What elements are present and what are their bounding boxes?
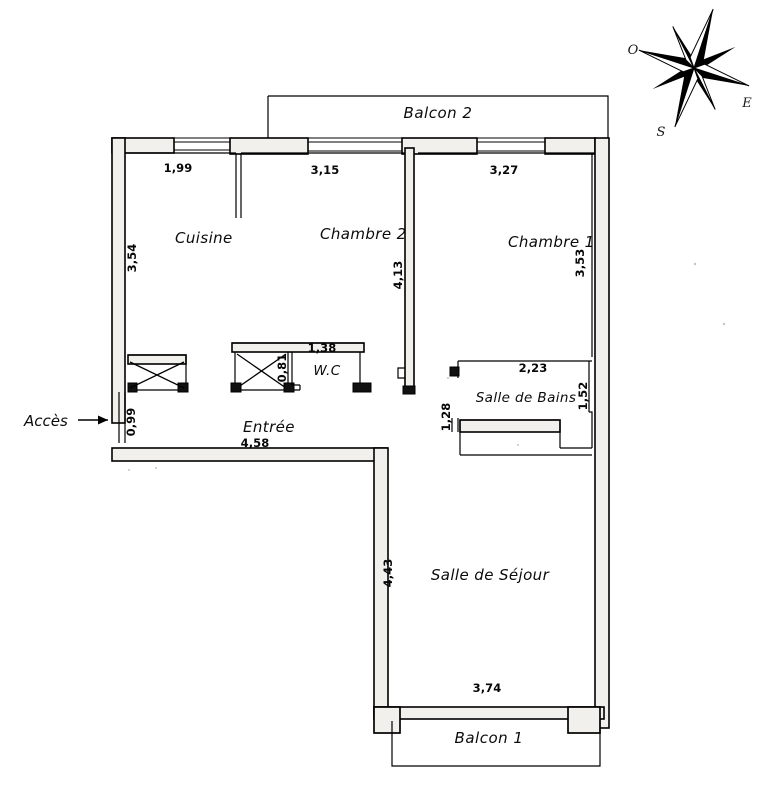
cuisine-label: Cuisine — [175, 229, 233, 247]
wc-label: W.C — [313, 363, 340, 379]
chambre-1-group: Chambre 1 3,53 — [418, 152, 595, 357]
dim-wc-width: 1,38 — [308, 341, 337, 355]
compass-label-east: E — [741, 96, 752, 111]
dim-sdb-depth: 1,52 — [576, 382, 590, 411]
dim-sejour-width: 3,74 — [473, 681, 502, 695]
acces-annotation: Accès — [23, 412, 108, 430]
dim-wc-depth: 0,81 — [275, 354, 289, 383]
dim-chambre2-width: 3,15 — [311, 163, 340, 177]
dim-chambre1-width: 3,27 — [490, 163, 519, 177]
left-outer-wall — [111, 137, 126, 424]
wc-closet — [230, 352, 300, 393]
chambre-2-group: Chambre 2 — [241, 152, 407, 243]
wall-right-vertical — [594, 137, 610, 729]
salle-de-sejour-group: Salle de Séjour 4,43 3,74 — [373, 447, 605, 734]
dim-cuisine-depth: 3,54 — [125, 244, 139, 273]
dim-sdb-width: 2,23 — [519, 361, 548, 375]
scan-artifacts — [128, 262, 726, 471]
chambre-2-label: Chambre 2 — [320, 225, 407, 243]
salle-de-bains-group: Salle de Bains 2,23 1,52 1,28 — [439, 360, 593, 456]
top-wall-group — [111, 137, 608, 155]
dim-chambre2-depth: 4,13 — [391, 261, 405, 290]
wall-segment-top-right — [544, 137, 596, 155]
dim-entree-width: 4,58 — [241, 436, 270, 450]
divider-wall-chambres: 4,13 — [391, 147, 416, 395]
wall-segment-top-chambre2a — [229, 137, 309, 155]
dim-sdb-left-depth: 1,28 — [439, 403, 453, 432]
wc-group: W.C 1,38 0,81 — [230, 341, 372, 393]
entree-label: Entrée — [243, 418, 295, 436]
cuisine-group: Cuisine 3,54 — [118, 152, 242, 443]
entree-group: Entrée 4,58 0,99 — [111, 408, 388, 462]
cuisine-closet — [127, 354, 189, 393]
wall-left-vertical — [111, 137, 126, 424]
wall-divider-vertical — [404, 147, 415, 394]
compass-label-west: O — [628, 43, 639, 58]
dim-chambre1-depth: 3,53 — [573, 249, 587, 278]
dim-sejour-depth: 4,43 — [381, 559, 395, 588]
dim-cuisine-width: 1,99 — [164, 161, 193, 175]
dim-acces-width: 0,99 — [124, 408, 138, 437]
top-dimensions: 1,99 3,15 3,27 — [164, 161, 519, 177]
acces-label: Accès — [23, 412, 68, 430]
compass-rose-icon: O E S — [628, 8, 752, 140]
wall-entree-bottom — [111, 447, 388, 462]
salle-de-bains-label: Salle de Bains — [476, 390, 577, 406]
balcon-2-label: Balcon 2 — [404, 104, 473, 122]
chambre-1-label: Chambre 1 — [508, 233, 595, 251]
salle-de-sejour-label: Salle de Séjour — [431, 566, 550, 584]
right-arrow-icon — [78, 415, 108, 425]
compass-label-south: S — [657, 125, 666, 140]
balcon-1-group: Balcon 1 — [391, 721, 601, 767]
wall-wc-top — [231, 342, 365, 353]
balcon-1-label: Balcon 1 — [455, 729, 524, 747]
right-outer-wall — [594, 137, 610, 729]
